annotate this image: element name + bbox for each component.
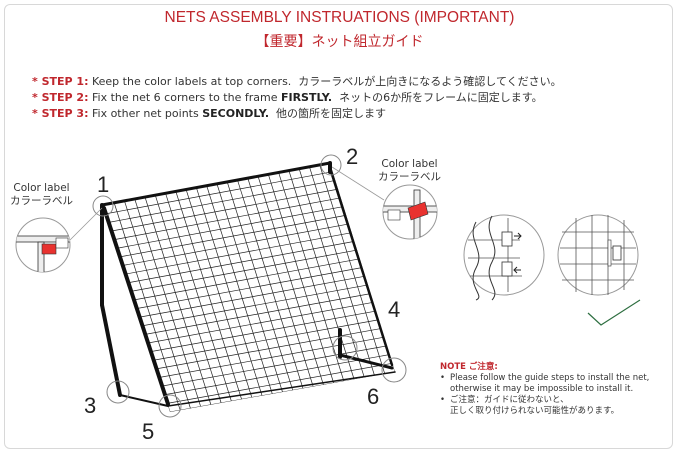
note-box: NOTE ご注意: •Please follow the guide steps… [440, 362, 676, 417]
step-text: Fix the net 6 corners to the frame [91, 91, 278, 104]
step-text-jp: ネットの6か所をフレームに固定します。 [339, 91, 543, 104]
step-text-jp: カラーラベルが上向きになるよう確認してください。 [298, 75, 562, 88]
step-label: * STEP 2: [32, 91, 89, 104]
corner-number-3: 3 [84, 393, 97, 418]
step-label: * STEP 3: [32, 107, 89, 120]
note-title: NOTE ご注意: [440, 362, 498, 372]
corner-number-6: 6 [367, 384, 380, 409]
note-line: •Please follow the guide steps to instal… [440, 373, 650, 383]
check-mark-icon [587, 299, 641, 326]
step-text: Fix other net points [91, 107, 199, 120]
zoom-color-label-left [15, 207, 103, 273]
note-line: •ご注意：ガイドに従わないと、 [440, 395, 569, 405]
goal-frame [100, 161, 396, 407]
step-bold: FIRSTLY. [280, 91, 333, 104]
step-text-jp: 他の箇所を固定します [276, 107, 387, 120]
net-mesh [104, 163, 395, 412]
step-text: Keep the color labels at top corners. [91, 75, 292, 88]
page-subtitle: 【重要】ネット組立ガイド [255, 33, 424, 49]
corner-number-1: 1 [97, 172, 110, 197]
border-frame [4, 4, 673, 449]
page-title: NETS ASSEMBLY INSTRUATIONS (IMPORTANT) [164, 9, 515, 26]
note-line: otherwise it may be impossible to instal… [450, 384, 634, 394]
detail-zoom-hook [463, 214, 545, 301]
step-bold: SECONDLY. [202, 107, 270, 120]
zoom-color-label-right [331, 166, 438, 240]
detail-zoom-mesh [557, 214, 639, 296]
corner-number-5: 5 [142, 419, 155, 444]
step-2: * STEP 2: Fix the net 6 corners to the f… [32, 90, 562, 106]
step-1: * STEP 1: Keep the color labels at top c… [32, 74, 562, 90]
corner-number-2: 2 [346, 144, 359, 169]
corner-markers [92, 154, 407, 418]
step-label: * STEP 1: [32, 75, 89, 88]
note-line: 正しく取り付けられない可能性があります。 [450, 406, 620, 416]
step-list: * STEP 1: Keep the color labels at top c… [32, 74, 562, 122]
step-3: * STEP 3: Fix other net points SECONDLY.… [32, 106, 562, 122]
corner-number-4: 4 [388, 297, 401, 322]
